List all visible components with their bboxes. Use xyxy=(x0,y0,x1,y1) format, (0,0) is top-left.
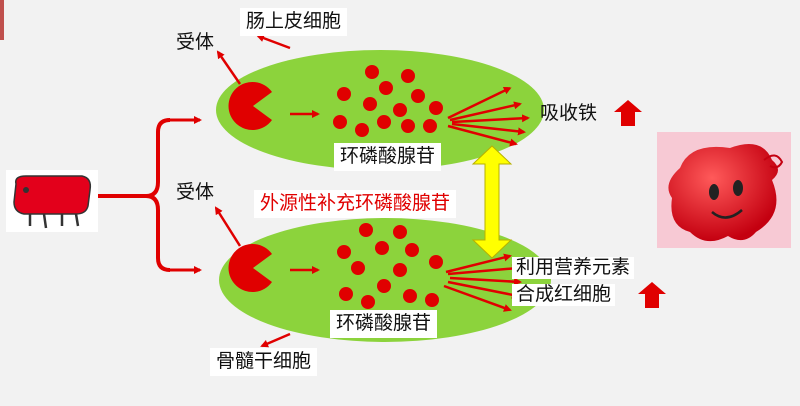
receptor-top-arrow xyxy=(216,50,242,85)
bottom-output-arrows xyxy=(443,253,522,312)
receptor-bottom-shape xyxy=(228,244,272,293)
slide-edge-accent xyxy=(0,0,4,40)
branch-bracket xyxy=(98,116,202,274)
camp-top-label: 环磷酸腺苷 xyxy=(334,143,442,171)
receptor-bottom-arrow xyxy=(214,206,242,247)
intestinal-label-arrow xyxy=(256,34,291,50)
camp-bottom-label: 环磷酸腺苷 xyxy=(330,310,438,338)
top-camp-molecules xyxy=(333,65,443,137)
receptor-top-label: 受体 xyxy=(176,31,215,53)
receptor-top-shape xyxy=(228,82,272,131)
top-output-arrows xyxy=(447,86,530,147)
red-blood-drop-mascot-icon xyxy=(657,132,791,248)
intestinal-cell-label: 肠上皮细胞 xyxy=(240,8,348,36)
red-up-arrow-icon xyxy=(614,100,642,126)
yellow-double-arrow xyxy=(471,145,513,259)
use-nutrients-label: 利用营养元素 xyxy=(512,256,635,279)
red-cartoon-character-icon xyxy=(6,170,98,232)
receptor-bottom-label: 受体 xyxy=(176,181,215,203)
exogenous-camp-label: 外源性补充环磷酸腺苷 xyxy=(254,190,457,218)
red-up-arrow-icon xyxy=(638,282,666,308)
bottom-camp-molecules xyxy=(337,223,443,309)
iron-absorption-label: 吸收铁 xyxy=(540,102,598,124)
bone-marrow-cell-label: 骨髓干细胞 xyxy=(210,348,318,376)
intestinal-epithelial-cell xyxy=(216,50,544,170)
make-rbc-label: 合成红细胞 xyxy=(512,283,616,306)
bone-marrow-label-arrow xyxy=(260,332,291,348)
